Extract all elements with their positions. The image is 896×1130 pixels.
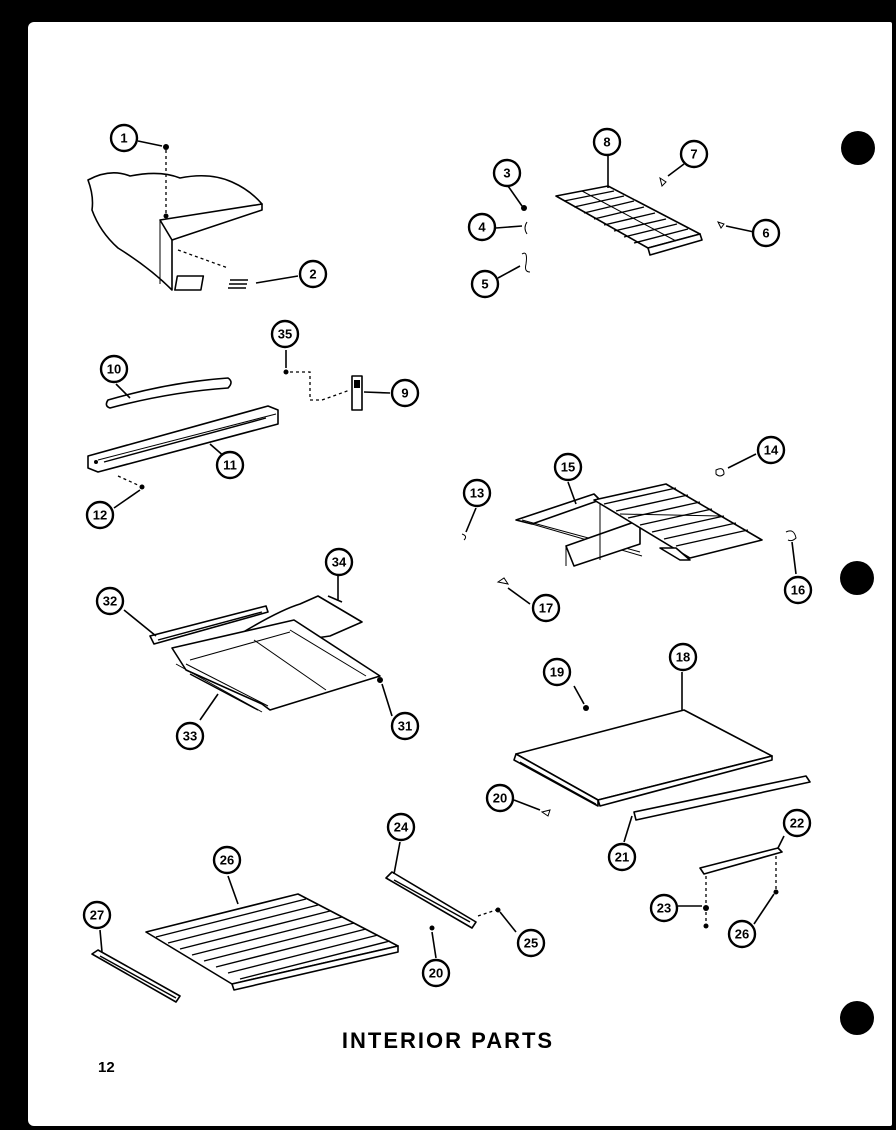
svg-text:33: 33 [183,729,197,744]
callout-1: 1 [109,123,139,153]
svg-text:4: 4 [478,220,486,235]
svg-text:6: 6 [762,226,769,241]
callout-2: 2 [298,259,328,289]
shelf-side-rail-left-part [91,949,181,1003]
callout-3: 3 [492,158,522,188]
callout-14: 14 [756,435,786,465]
callout-23: 23 [649,893,679,923]
wire-shelf-top-part [555,185,703,256]
callout-9: 9 [390,378,420,408]
trim-rail-part [699,847,783,929]
callout-13: 13 [462,478,492,508]
callout-18: 18 [668,642,698,672]
callout-10: 10 [99,354,129,384]
callout-25: 25 [516,928,546,958]
callout-8: 8 [592,127,622,157]
callout-5: 5 [470,269,500,299]
callout-24: 24 [386,812,416,842]
svg-text:10: 10 [107,362,121,377]
svg-text:20: 20 [429,966,443,981]
svg-text:19: 19 [550,665,564,680]
callout-27: 27 [82,900,112,930]
glass-shelf-part [513,705,811,821]
svg-text:26: 26 [735,927,749,942]
adjustable-shelf-part [515,483,763,567]
callout-34: 34 [324,547,354,577]
svg-text:3: 3 [503,166,510,181]
svg-text:2: 2 [309,267,316,282]
svg-text:14: 14 [764,443,779,458]
callout-12: 12 [85,500,115,530]
callout-33: 33 [175,721,205,751]
svg-text:16: 16 [791,583,805,598]
binder-hole [841,131,875,165]
svg-text:25: 25 [524,936,538,951]
callout-4: 4 [467,212,497,242]
svg-text:21: 21 [615,850,629,865]
svg-text:9: 9 [401,386,408,401]
callout-19: 19 [542,657,572,687]
vent-grille-part [174,249,248,291]
callout-32: 32 [95,586,125,616]
svg-text:7: 7 [690,147,697,162]
svg-text:20: 20 [493,791,507,806]
crisper-cover-frame-part [149,595,383,713]
callout-15: 15 [553,452,583,482]
svg-text:27: 27 [90,908,104,923]
svg-text:12: 12 [93,508,107,523]
callout-26: 26 [727,919,757,949]
binder-hole [840,561,874,595]
svg-text:18: 18 [676,650,690,665]
svg-text:1: 1 [120,131,127,146]
page-title: INTERIOR PARTS [341,1028,555,1053]
svg-text:11: 11 [223,458,237,473]
svg-text:15: 15 [561,460,575,475]
callout-31: 31 [390,711,420,741]
callout-20: 20 [485,783,515,813]
callout-17: 17 [531,593,561,623]
callout-20: 20 [421,958,451,988]
wire-shelf-bottom-part [145,893,399,991]
svg-text:8: 8 [603,135,610,150]
svg-text:13: 13 [470,486,484,501]
callout-26: 26 [212,845,242,875]
svg-text:26: 26 [220,853,234,868]
callout-11: 11 [215,450,245,480]
clip-parts [521,176,725,273]
callout-21: 21 [607,842,637,872]
svg-text:35: 35 [278,327,292,342]
svg-text:24: 24 [394,820,409,835]
callout-6: 6 [751,218,781,248]
callout-7: 7 [679,139,709,169]
shelf-clip-parts [461,468,797,585]
shelf-rail-part [87,405,279,473]
svg-text:23: 23 [657,901,671,916]
svg-text:32: 32 [103,594,117,609]
callout-16: 16 [783,575,813,605]
svg-text:17: 17 [539,601,553,616]
svg-text:31: 31 [398,719,412,734]
rail-bracket-part [283,369,363,411]
binder-hole [840,1001,874,1035]
shelf-side-rail-right-part [385,871,501,931]
svg-text:22: 22 [790,816,804,831]
callout-25: 35 [270,319,300,349]
rail-screw-part [117,475,145,490]
cabinet-wall-part [87,144,263,291]
trim-strip-part [105,377,232,409]
callout-22: 22 [782,808,812,838]
page-number: 12 [98,1059,115,1076]
svg-text:34: 34 [332,555,347,570]
svg-text:5: 5 [481,277,488,292]
leader-lines [99,140,797,959]
